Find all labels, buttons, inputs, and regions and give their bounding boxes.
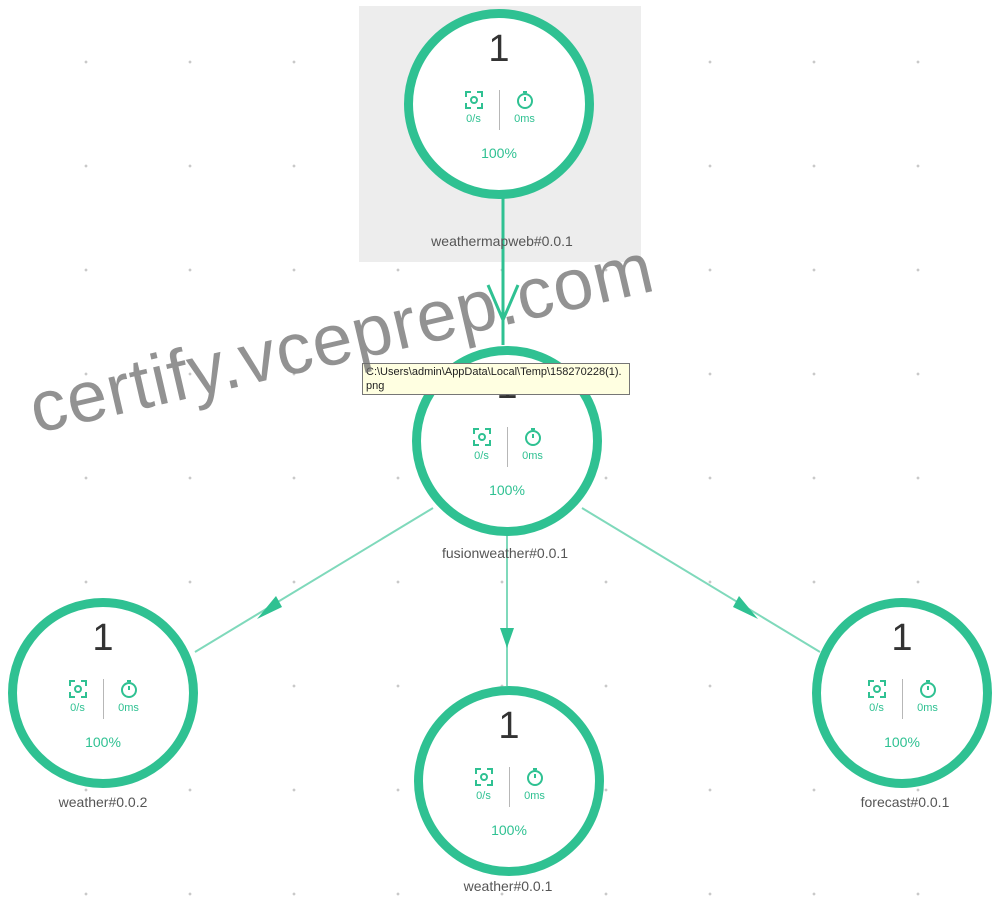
edge-fusionweather-weather002 [194,507,434,653]
node-metrics: 0/s 0ms [413,90,585,131]
timer-icon [516,91,533,110]
node-latency: 0ms [514,113,535,126]
scan-frame-icon [464,91,483,110]
service-node-weathermapweb[interactable]: 1 0/s 0ms 100% [404,9,594,199]
node-success-rate: 100% [481,145,517,162]
edge-arrow-weather001 [500,628,514,648]
scan-frame-icon [472,428,491,447]
timer-icon [526,768,543,787]
metric-divider [901,679,903,720]
node-success-rate: 100% [491,822,527,839]
metric-divider [102,679,104,720]
scan-frame-icon [474,768,493,787]
edge-fusionweather-forecast [581,507,821,653]
node-throughput: 0/s [476,790,491,803]
node-count: 1 [891,617,913,660]
edge-arrow-weather002 [257,596,282,619]
node-metrics: 0/s 0ms [17,679,189,720]
node-throughput: 0/s [70,702,85,715]
node-count: 1 [498,705,520,748]
node-metrics: 0/s 0ms [821,679,983,720]
scan-frame-icon [867,680,886,699]
node-label-fusionweather: fusionweather#0.0.1 [441,545,569,561]
metric-divider [508,767,510,808]
timer-icon [919,680,936,699]
node-label-weather-0-0-1: weather#0.0.1 [463,878,553,894]
node-latency: 0ms [118,702,139,715]
node-latency: 0ms [524,790,545,803]
service-node-weather-0-0-1[interactable]: 1 0/s 0ms 100% [414,686,604,876]
file-path-tooltip: C:\Users\admin\AppData\Local\Temp\158270… [362,363,630,395]
service-node-forecast[interactable]: 1 0/s 0ms 100% [812,598,992,788]
node-throughput: 0/s [466,113,481,126]
node-success-rate: 100% [85,734,121,751]
metric-divider [498,90,500,131]
node-latency: 0ms [917,702,938,715]
node-throughput: 0/s [474,450,489,463]
node-count: 1 [92,617,114,660]
timer-icon [120,680,137,699]
metric-divider [506,427,508,468]
node-label-weather-0-0-2: weather#0.0.2 [58,794,148,810]
node-latency: 0ms [522,450,543,463]
node-label-forecast: forecast#0.0.1 [860,794,950,810]
node-metrics: 0/s 0ms [423,767,595,808]
node-count: 1 [488,28,510,71]
scan-frame-icon [68,680,87,699]
node-metrics: 0/s 0ms [421,427,593,468]
service-node-weather-0-0-2[interactable]: 1 0/s 0ms 100% [8,598,198,788]
edge-arrow-forecast [733,596,758,619]
node-label-weathermapweb: weathermapweb#0.0.1 [431,233,573,249]
node-throughput: 0/s [869,702,884,715]
node-success-rate: 100% [489,482,525,499]
node-success-rate: 100% [884,734,920,751]
timer-icon [524,428,541,447]
